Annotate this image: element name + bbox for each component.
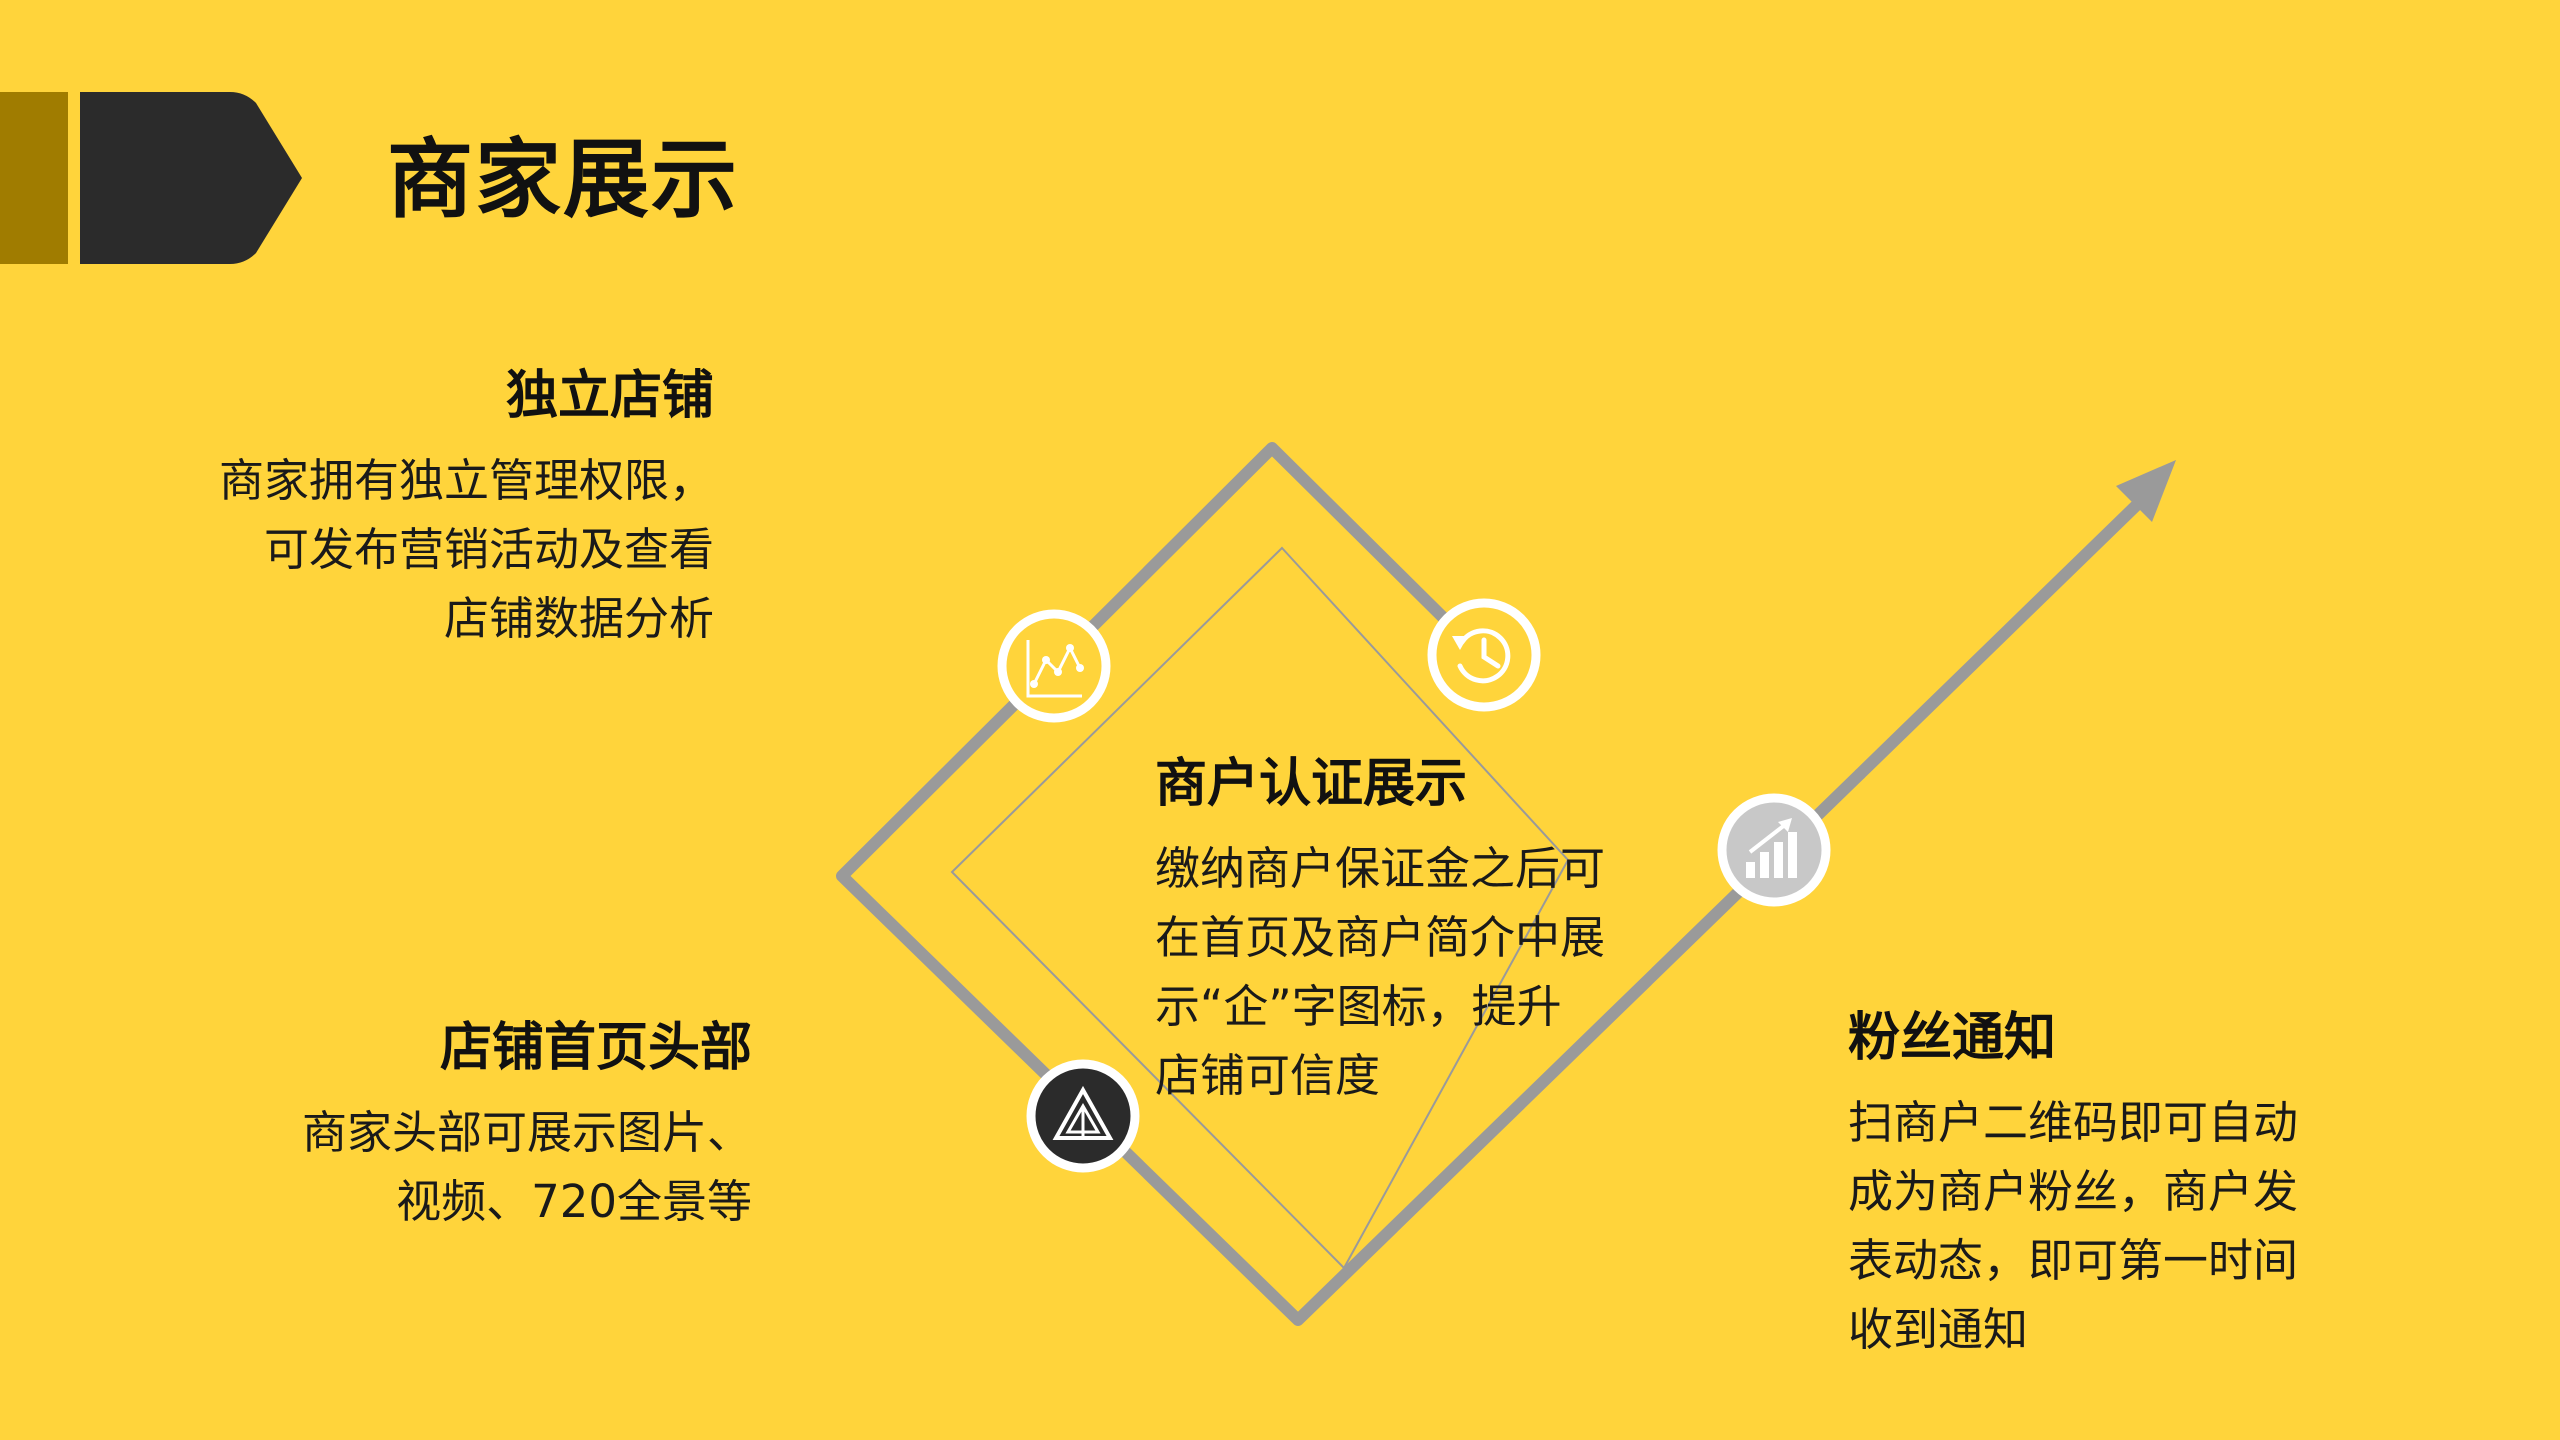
page-title: 商家展示 <box>387 130 739 230</box>
feature-independent-store: 独立店铺 商家拥有独立管理权限， 可发布营销活动及查看 店铺数据分析 <box>160 360 714 653</box>
feature-store-homepage-header: 店铺首页头部 商家头部可展示图片、 视频、720全景等 <box>160 1012 752 1236</box>
feature-title: 粉丝通知 <box>1848 1008 2057 1068</box>
feature-fan-notification: 粉丝通知 扫商户二维码即可自动 成为商户粉丝，商户发 表动态，即可第一时间 收到… <box>1848 1002 2408 1364</box>
feature-title: 独立店铺 <box>505 366 714 426</box>
growth-arrow-line <box>1854 488 2154 780</box>
scatter-chart-icon <box>997 609 1111 723</box>
feature-line: 收到通知 <box>1848 1303 2029 1356</box>
feature-description: 商家拥有独立管理权限， 可发布营销活动及查看 店铺数据分析 <box>160 446 714 653</box>
feature-description: 缴纳商户保证金之后可 在首页及商户简介中展 示“企”字图标，提升 店铺可信度 <box>1155 834 1715 1110</box>
feature-line: 可发布营销活动及查看 <box>263 523 714 576</box>
feature-line: 视频、720全景等 <box>396 1175 752 1228</box>
header-arrow-tab <box>80 92 302 264</box>
bar-chart-up-icon <box>1717 793 1831 907</box>
feature-description: 商家头部可展示图片、 视频、720全景等 <box>160 1098 752 1236</box>
growth-arrowhead <box>2116 460 2176 522</box>
feature-line: 商家拥有独立管理权限， <box>218 454 714 507</box>
feature-line: 缴纳商户保证金之后可 <box>1155 842 1606 895</box>
feature-title: 店铺首页头部 <box>439 1018 752 1078</box>
feature-line: 店铺数据分析 <box>443 592 714 645</box>
feature-line: 示“企”字图标，提升 <box>1155 980 1562 1033</box>
feature-title: 商户认证展示 <box>1155 754 1468 814</box>
feature-line: 在首页及商户简介中展 <box>1155 911 1606 964</box>
history-clock-icon <box>1427 598 1541 712</box>
feature-line: 商家头部可展示图片、 <box>301 1106 752 1159</box>
feature-line: 扫商户二维码即可自动 <box>1848 1096 2299 1149</box>
header-accent-bar <box>0 92 68 264</box>
diamond-path-line <box>836 442 1866 1326</box>
feature-line: 店铺可信度 <box>1155 1049 1381 1102</box>
feature-description: 扫商户二维码即可自动 成为商户粉丝，商户发 表动态，即可第一时间 收到通知 <box>1848 1088 2408 1364</box>
triangle-logo-icon <box>1026 1059 1140 1173</box>
feature-line: 表动态，即可第一时间 <box>1848 1234 2299 1287</box>
feature-line: 成为商户粉丝，商户发 <box>1848 1165 2299 1218</box>
feature-merchant-certification: 商户认证展示 缴纳商户保证金之后可 在首页及商户简介中展 示“企”字图标，提升 … <box>1155 748 1715 1110</box>
